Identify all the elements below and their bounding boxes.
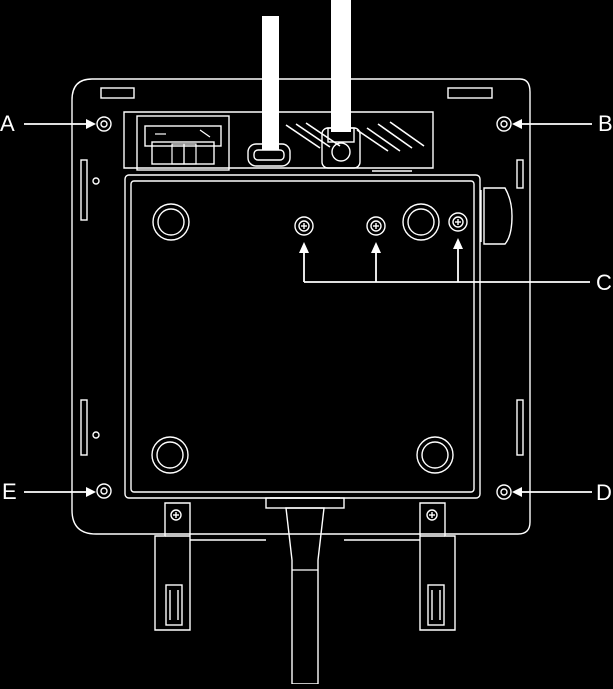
- housing-slot-right-2: [516, 399, 524, 456]
- cross-screw-icon: [96, 116, 112, 132]
- callout-lines: [24, 119, 592, 497]
- leg-right: [419, 502, 456, 631]
- cable-right: [331, 0, 351, 132]
- cross-screw-icon: [448, 212, 468, 232]
- vent-slots: [285, 121, 425, 172]
- callout-labels: A B C D E: [0, 111, 613, 505]
- cross-screw-icon: [496, 116, 512, 132]
- housing-slot-left-1: [80, 159, 88, 221]
- label-e: E: [2, 479, 17, 504]
- top-cables: [262, 0, 351, 150]
- cross-screw-icon: [496, 484, 512, 500]
- hole-left-upper: [92, 177, 100, 185]
- cross-screw-icon: [366, 216, 386, 236]
- hole-left-lower: [92, 431, 100, 439]
- label-b: B: [598, 111, 613, 136]
- lid-screws: [294, 212, 468, 236]
- rocker-switch-icon: [136, 115, 230, 171]
- housing: [71, 78, 531, 535]
- housing-tab-top-left: [100, 87, 135, 99]
- housing-slot-right-1: [516, 159, 524, 189]
- housing-tab-top-right: [447, 87, 493, 99]
- gland-left: [247, 143, 291, 167]
- label-d: D: [596, 480, 612, 505]
- main-plate-inner: [130, 180, 475, 493]
- bottom-legs: [154, 502, 456, 631]
- cable-left: [262, 16, 279, 150]
- corner-screws: [96, 116, 512, 500]
- housing-slot-left-2: [80, 399, 88, 456]
- housing-outer: [71, 78, 531, 535]
- upper-panel: [123, 111, 434, 169]
- label-c: C: [596, 270, 612, 295]
- side-knob: [483, 187, 513, 245]
- cross-screw-icon: [294, 216, 314, 236]
- cross-screw-icon: [96, 483, 112, 499]
- rubber-foot-icon: [151, 203, 454, 474]
- label-a: A: [0, 111, 15, 136]
- main-plate: [124, 174, 481, 509]
- cable-glands: [247, 127, 361, 169]
